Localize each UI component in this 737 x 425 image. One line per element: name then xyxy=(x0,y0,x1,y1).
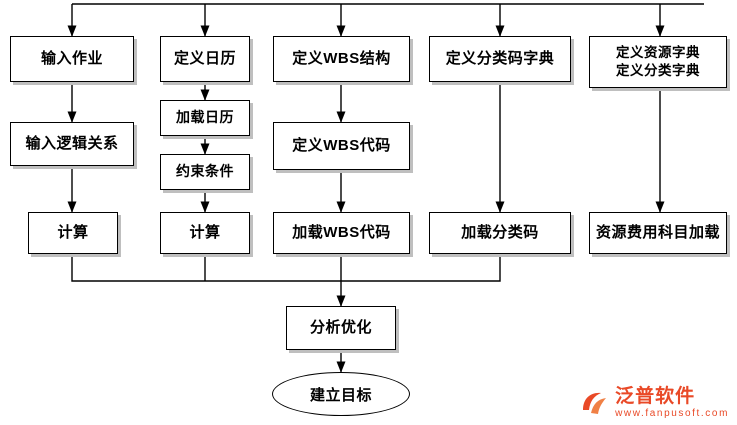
node-label: 分析优化 xyxy=(309,318,372,336)
node-label: 加载分类码 xyxy=(461,223,539,241)
node-define-wbs-structure[interactable]: 定义WBS结构 xyxy=(273,36,410,82)
node-label: 输入作业 xyxy=(40,49,103,67)
node-establish-target[interactable]: 建立目标 xyxy=(272,372,410,416)
node-label: 定义分类码字典 xyxy=(445,49,555,67)
node-load-wbs-code[interactable]: 加载WBS代码 xyxy=(273,212,410,254)
node-label: 建立目标 xyxy=(309,386,372,404)
node-label: 加载日历 xyxy=(176,109,234,126)
node-define-resource-dictionary[interactable]: 定义资源字典 定义分类字典 xyxy=(589,36,727,88)
node-define-calendar[interactable]: 定义日历 xyxy=(160,36,250,82)
node-analyze-optimize[interactable]: 分析优化 xyxy=(286,306,396,350)
node-input-activity[interactable]: 输入作业 xyxy=(10,36,134,82)
node-input-logic-relations[interactable]: 输入逻辑关系 xyxy=(10,122,134,166)
node-label: 资源费用科目加载 xyxy=(595,223,720,241)
node-constraint-conditions[interactable]: 约束条件 xyxy=(160,154,250,190)
node-calculate-mid[interactable]: 计算 xyxy=(160,212,250,254)
node-label: 加载WBS代码 xyxy=(292,223,391,241)
watermark-brand: 泛普软件 xyxy=(615,386,696,407)
node-label: 定义日历 xyxy=(173,49,236,67)
node-label: 定义WBS结构 xyxy=(292,49,391,67)
node-label: 定义WBS代码 xyxy=(292,136,391,154)
node-define-code-dictionary[interactable]: 定义分类码字典 xyxy=(429,36,571,82)
node-label: 输入逻辑关系 xyxy=(25,134,119,152)
node-define-wbs-code[interactable]: 定义WBS代码 xyxy=(273,122,410,170)
node-label: 约束条件 xyxy=(176,163,234,180)
fanpu-logo-icon xyxy=(579,388,609,418)
node-load-resource-cost-account[interactable]: 资源费用科目加载 xyxy=(589,212,727,254)
node-load-calendar[interactable]: 加载日历 xyxy=(160,100,250,136)
node-label-line1: 定义资源字典 xyxy=(616,44,700,60)
node-label: 计算 xyxy=(57,223,89,241)
node-calculate-left[interactable]: 计算 xyxy=(28,212,118,254)
watermark: 泛普软件 www.fanpusoft.com xyxy=(579,387,729,419)
node-load-classification-code[interactable]: 加载分类码 xyxy=(429,212,571,254)
node-label-line2: 定义分类字典 xyxy=(616,63,700,78)
node-label: 计算 xyxy=(189,223,221,241)
watermark-text: 泛普软件 www.fanpusoft.com xyxy=(615,387,729,419)
watermark-url: www.fanpusoft.com xyxy=(615,408,729,419)
